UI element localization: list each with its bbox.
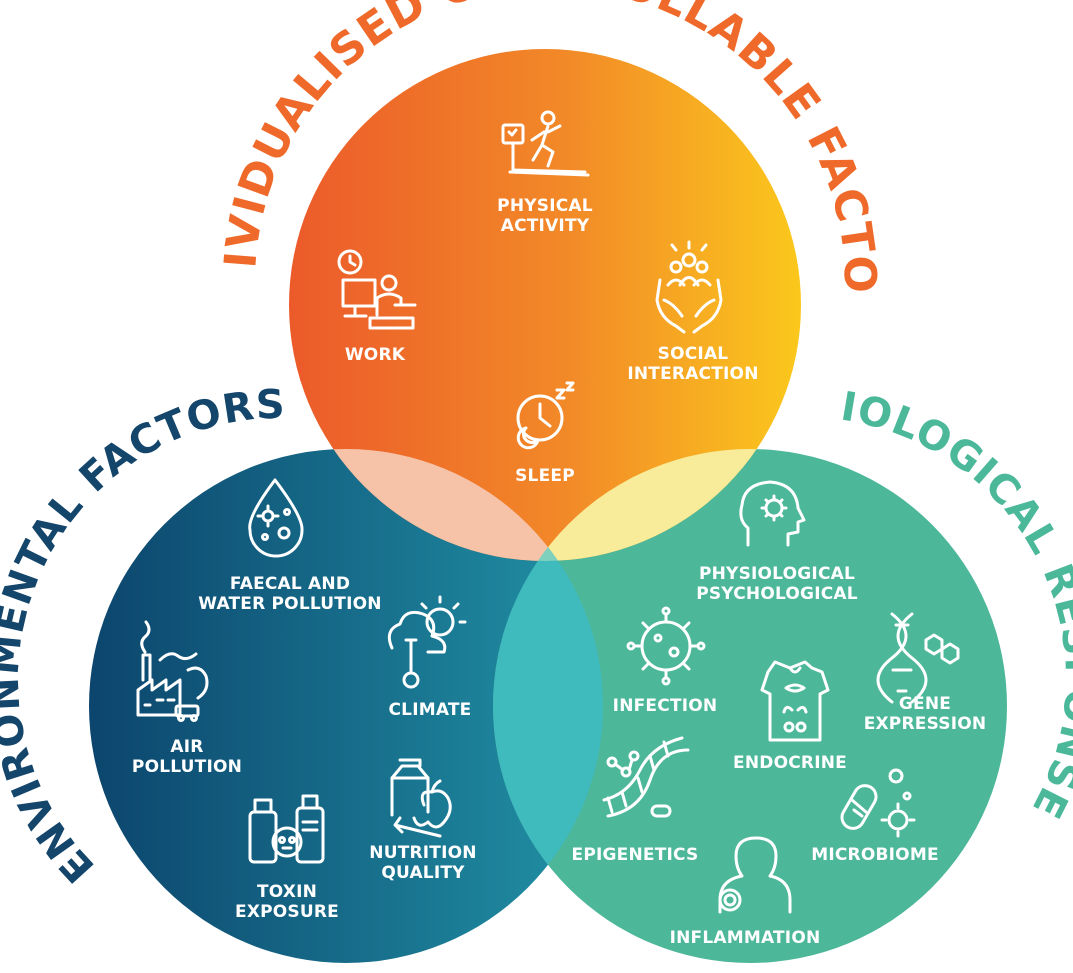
- label-gene-expression: GENE EXPRESSION: [863, 694, 987, 734]
- circle-biological: [493, 449, 1007, 963]
- label-climate: CLIMATE: [388, 700, 472, 720]
- label-infection: INFECTION: [612, 696, 718, 716]
- label-physical-activity: PHYSICAL ACTIVITY: [497, 196, 593, 236]
- air-pollution-factory-icon: [136, 620, 209, 722]
- virus-icon: [626, 606, 706, 686]
- label-work: WORK: [344, 345, 406, 365]
- label-sleep: SLEEP: [515, 466, 575, 486]
- endocrine-torso-icon: [760, 660, 830, 742]
- climate-cloud-sun-icon: [387, 595, 467, 689]
- work-desk-clock-icon: [337, 249, 417, 330]
- label-inflammation: INFLAMMATION: [669, 928, 821, 948]
- dna-molecule-icon: [876, 612, 960, 704]
- label-nutrition-quality: NUTRITION QUALITY: [369, 843, 477, 883]
- circle-individualised: [289, 49, 801, 561]
- label-social-interaction: SOCIAL INTERACTION: [627, 344, 759, 384]
- label-toxin-exposure: TOXIN EXPOSURE: [235, 882, 339, 922]
- label-faecal-water-pollution: FAECAL AND WATER POLLUTION: [198, 574, 382, 614]
- toxin-bottles-skull-icon: [248, 794, 325, 864]
- label-air-pollution: AIR POLLUTION: [131, 737, 243, 777]
- nutrition-food-icon: [390, 758, 452, 838]
- circle-environmental: [89, 449, 603, 963]
- water-drop-microbe-icon: [248, 478, 304, 558]
- label-endocrine: ENDOCRINE: [733, 753, 847, 773]
- inflammation-head-icon: [718, 836, 792, 914]
- epigenetics-dna-icon: [602, 736, 690, 818]
- label-physiological-psychological: PHYSIOLOGICAL PSYCHOLOGICAL: [696, 564, 858, 604]
- label-epigenetics: EPIGENETICS: [571, 845, 699, 865]
- head-gear-icon: [739, 480, 806, 547]
- social-hands-people-icon: [655, 240, 723, 334]
- sleep-clock-moon-icon: [516, 381, 575, 450]
- treadmill-runner-icon: [501, 110, 590, 177]
- microbiome-bacteria-icon: [840, 768, 916, 838]
- label-microbiome: MICROBIOME: [811, 845, 939, 865]
